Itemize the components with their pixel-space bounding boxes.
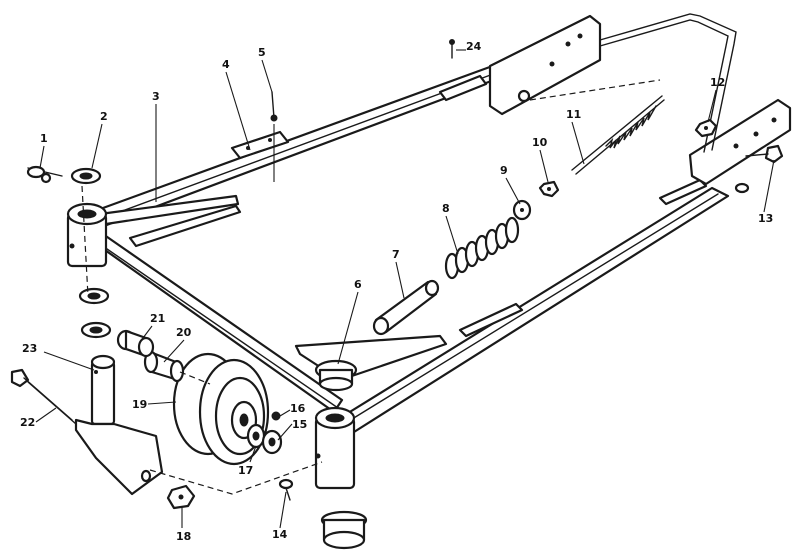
washer-lower-1 [78,287,110,305]
left-mounting-plate [488,14,602,116]
callout-19: 19 [132,398,147,411]
nut-18 [166,484,196,510]
washer-15 [261,429,283,455]
callout-1: 1 [40,132,48,145]
bolt-22 [10,368,77,425]
callout-9: 9 [500,164,508,177]
right-mounting-plate [688,98,792,186]
callout-17: 17 [238,464,253,477]
callout-7: 7 [392,248,400,261]
callout-23: 23 [22,342,37,355]
nut-12 [694,118,718,138]
axle-bushing-21 [116,329,155,358]
right-pivot-tube [314,406,356,490]
callout-11: 11 [566,108,581,121]
callout-5: 5 [258,46,266,59]
callout-labels: 1 2 3 4 5 6 7 8 9 10 11 12 13 14 15 16 1… [20,40,773,543]
spacer-tube [372,279,440,336]
callout-10: 10 [532,136,548,149]
left-pivot-tube [66,202,108,268]
callout-12: 12 [710,76,725,89]
compression-spring [444,216,520,280]
callout-21: 21 [150,312,165,325]
caster-fork [74,354,164,496]
assembly-guides [81,185,323,495]
callout-6: 6 [354,278,362,291]
nut-10 [538,180,560,198]
washer-17 [246,423,266,449]
callout-18: 18 [176,530,191,543]
callout-4: 4 [222,58,230,71]
callout-24: 24 [466,40,482,53]
callout-22: 22 [20,416,35,429]
callout-8: 8 [442,202,450,215]
pin-24 [449,39,455,59]
bushing-upper [314,359,358,392]
leader-lines [35,49,775,529]
axle-spacer-20 [143,350,185,383]
adjustment-rod [571,95,665,175]
bushing-lower [320,510,368,550]
callout-2: 2 [100,110,108,123]
washer-lower-2 [80,321,112,339]
pin-5 [270,91,278,122]
washer-9 [512,199,532,221]
callout-15: 15 [292,418,307,431]
washer-2 [70,167,102,185]
callout-16: 16 [290,402,306,415]
bolt-13 [745,144,784,164]
screw-14 [278,478,294,501]
clevis-pin [26,165,63,184]
fitting-16 [271,411,281,421]
diagonal-brace [98,194,242,248]
callout-14: 14 [272,528,288,541]
callout-3: 3 [152,90,160,103]
right-frame-rail [338,178,750,434]
handle-bar [529,13,737,153]
callout-13: 13 [758,212,773,225]
callout-20: 20 [176,326,192,339]
